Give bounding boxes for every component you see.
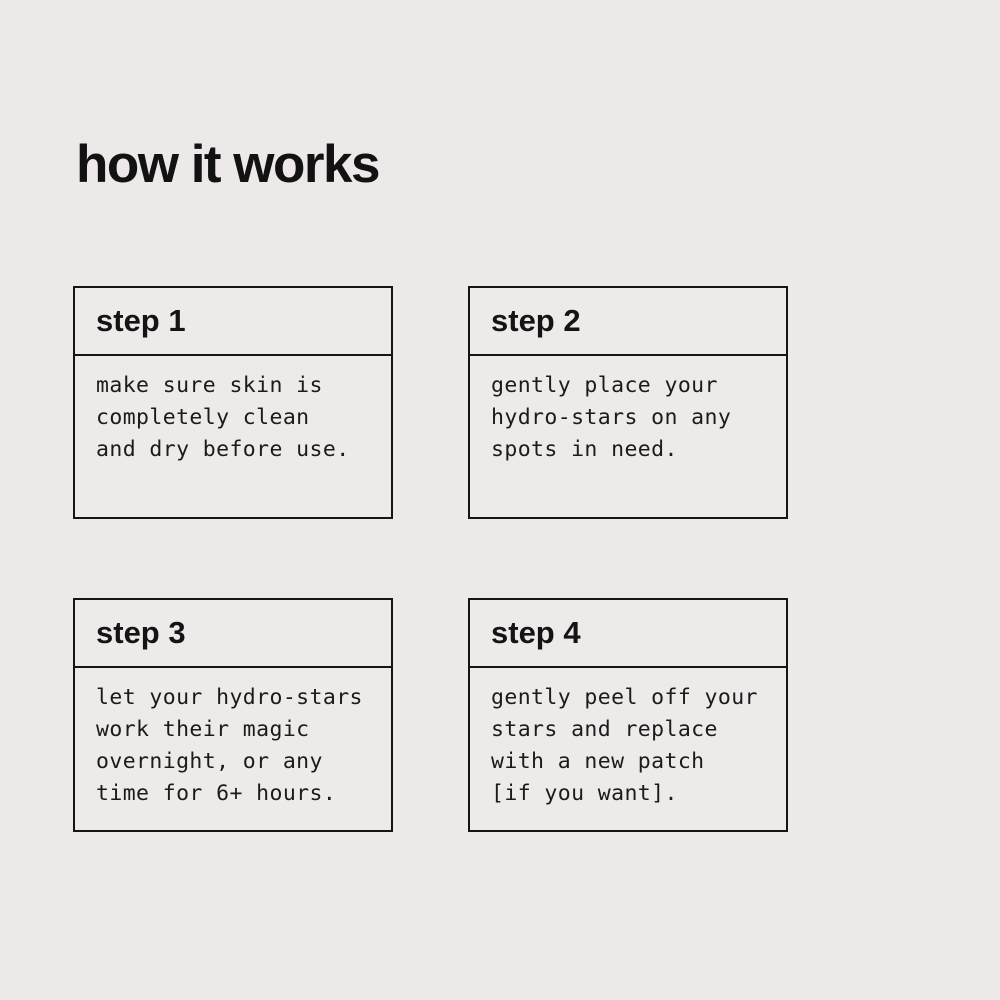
step-card-2: step 2 gently place your hydro-stars on … xyxy=(468,286,788,519)
step-card-4: step 4 gently peel off your stars and re… xyxy=(468,598,788,832)
step-3-description: let your hydro-stars work their magic ov… xyxy=(96,685,363,806)
page-title: how it works xyxy=(76,134,380,194)
step-card-3: step 3 let your hydro-stars work their m… xyxy=(73,598,393,832)
step-card-1: step 1 make sure skin is completely clea… xyxy=(73,286,393,519)
step-4-title: step 4 xyxy=(470,600,786,668)
step-2-title: step 2 xyxy=(470,288,786,356)
step-3-title: step 3 xyxy=(75,600,391,668)
step-2-description: gently place your hydro-stars on any spo… xyxy=(491,373,732,462)
step-1-description: make sure skin is completely clean and d… xyxy=(96,373,350,462)
step-4-description: gently peel off your stars and replace w… xyxy=(491,685,758,806)
step-1-title: step 1 xyxy=(75,288,391,356)
